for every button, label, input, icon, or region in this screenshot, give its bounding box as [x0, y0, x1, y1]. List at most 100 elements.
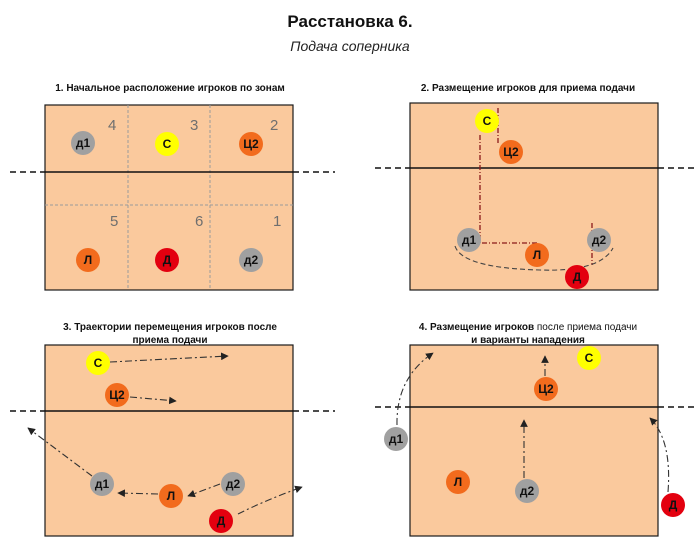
p2-player-d1-label: д1: [462, 233, 477, 247]
p4-player-libero-label: Л: [454, 475, 462, 489]
page-title: Расстановка 6.: [287, 12, 413, 31]
p3-player-setter: С: [86, 351, 110, 375]
p4-player-libero-marker: [446, 470, 470, 494]
p3-player-d2: д2: [221, 472, 245, 496]
player-d1-marker: [71, 131, 95, 155]
player-libero: Л: [76, 248, 100, 272]
p3-arrow-diagonal: [237, 485, 303, 515]
player-setter-marker: [155, 132, 179, 156]
panel-4-caption: 4. Размещение игроков после приема подач…: [378, 321, 678, 347]
panel-4-caption-bold: 4. Размещение игроков: [418, 322, 535, 333]
zone-1-label: 1: [273, 213, 281, 230]
p4-player-c2: Ц2: [534, 377, 558, 401]
p4-player-setter-marker: [577, 346, 601, 370]
panel-2-reception-curve: [454, 245, 614, 271]
p3-player-c2: Ц2: [105, 383, 129, 407]
p2-player-setter-label: С: [483, 114, 492, 128]
p2-player-d1: д1: [457, 228, 481, 252]
player-diagonal-marker: [155, 248, 179, 272]
player-diagonal-label: Д: [163, 253, 172, 267]
player-d1: д1: [71, 131, 95, 155]
p2-player-setter: С: [475, 109, 499, 133]
p3-player-setter-label: С: [94, 356, 103, 370]
player-diagonal: Д: [155, 248, 179, 272]
panel-3-caption-line2: приема подачи: [132, 335, 208, 346]
panel-4: С Ц2 д1 Л д2 Д: [375, 344, 695, 537]
p3-player-d1: д1: [90, 472, 114, 496]
p4-player-c2-marker: [534, 377, 558, 401]
p4-player-d1-marker: [384, 427, 408, 451]
p4-player-setter-label: С: [585, 351, 594, 365]
panel-1: 4 3 2 5 6 1 д1 С Ц2 Л Д д2: [10, 104, 335, 291]
panel-4-court: [409, 344, 659, 537]
p3-player-diagonal: Д: [209, 509, 233, 533]
p2-player-c2-marker: [499, 140, 523, 164]
panel-2: С Ц2 д1 Л д2 Д: [375, 102, 695, 291]
p3-player-libero: Л: [159, 484, 183, 508]
p2-player-setter-marker: [475, 109, 499, 133]
p3-player-d2-marker: [221, 472, 245, 496]
p4-player-d2-marker: [515, 479, 539, 503]
p4-player-d1-label: д1: [389, 432, 404, 446]
player-c2: Ц2: [239, 132, 263, 156]
p3-player-d2-label: д2: [226, 477, 241, 491]
p3-player-libero-label: Л: [167, 489, 175, 503]
p2-player-d2-marker: [587, 228, 611, 252]
p3-arrow-d1: [27, 427, 93, 477]
player-d2: д2: [239, 248, 263, 272]
p2-player-libero-label: Л: [533, 248, 541, 262]
p2-player-c2: Ц2: [499, 140, 523, 164]
panel-3: С Ц2 д1 Л д2 Д: [10, 344, 335, 537]
p4-player-d1: д1: [384, 427, 408, 451]
panel-4-caption-rest: после приема подачи: [534, 322, 638, 333]
zone-2-label: 2: [270, 117, 278, 134]
p2-player-d2: д2: [587, 228, 611, 252]
p4-player-libero: Л: [446, 470, 470, 494]
p4-player-setter: С: [577, 346, 601, 370]
p2-player-diagonal-marker: [565, 265, 589, 289]
p3-player-diagonal-label: Д: [217, 514, 226, 528]
panel-3-caption-line1: 3. Траектории перемещения игроков после: [63, 322, 277, 333]
player-setter: С: [155, 132, 179, 156]
player-setter-label: С: [163, 137, 172, 151]
p4-player-diagonal-label: Д: [669, 498, 678, 512]
zone-5-label: 5: [110, 213, 118, 230]
p2-player-libero: Л: [525, 243, 549, 267]
zone-6-label: 6: [195, 213, 203, 230]
p3-arrow-setter: [109, 352, 229, 363]
p3-arrow-libero: [117, 489, 159, 498]
zone-3-label: 3: [190, 117, 198, 134]
p4-player-d2: д2: [515, 479, 539, 503]
p2-player-c2-label: Ц2: [503, 145, 519, 159]
player-d2-label: д2: [244, 253, 259, 267]
p2-player-diagonal: Д: [565, 265, 589, 289]
panel-3-caption: 3. Траектории перемещения игроков после …: [20, 321, 320, 347]
panel-4-caption-line2: и варианты нападения: [471, 335, 585, 346]
panel-1-caption: 1. Начальное расположение игроков по зон…: [55, 83, 285, 94]
panel-2-caption: 2. Размещение игроков для приема подачи: [420, 83, 636, 94]
player-c2-marker: [239, 132, 263, 156]
p3-player-diagonal-marker: [209, 509, 233, 533]
player-c2-label: Ц2: [243, 137, 259, 151]
zone-4-label: 4: [108, 117, 116, 134]
p4-player-d2-label: д2: [520, 484, 535, 498]
p4-player-c2-label: Ц2: [538, 382, 554, 396]
p3-arrow-d2: [187, 483, 221, 498]
page-subtitle: Подача соперника: [290, 38, 410, 54]
p4-player-diagonal: Д: [661, 493, 685, 517]
player-libero-label: Л: [84, 253, 92, 267]
player-libero-marker: [76, 248, 100, 272]
p2-player-d1-marker: [457, 228, 481, 252]
p3-player-d1-marker: [90, 472, 114, 496]
p3-player-c2-marker: [105, 383, 129, 407]
p2-player-libero-marker: [525, 243, 549, 267]
player-d1-label: д1: [76, 136, 91, 150]
player-d2-marker: [239, 248, 263, 272]
p2-player-diagonal-label: Д: [573, 270, 582, 284]
p3-player-setter-marker: [86, 351, 110, 375]
p3-player-d1-label: д1: [95, 477, 110, 491]
p2-player-d2-label: д2: [592, 233, 607, 247]
p4-arrow-d1: [396, 352, 434, 426]
p3-player-c2-label: Ц2: [109, 388, 125, 402]
